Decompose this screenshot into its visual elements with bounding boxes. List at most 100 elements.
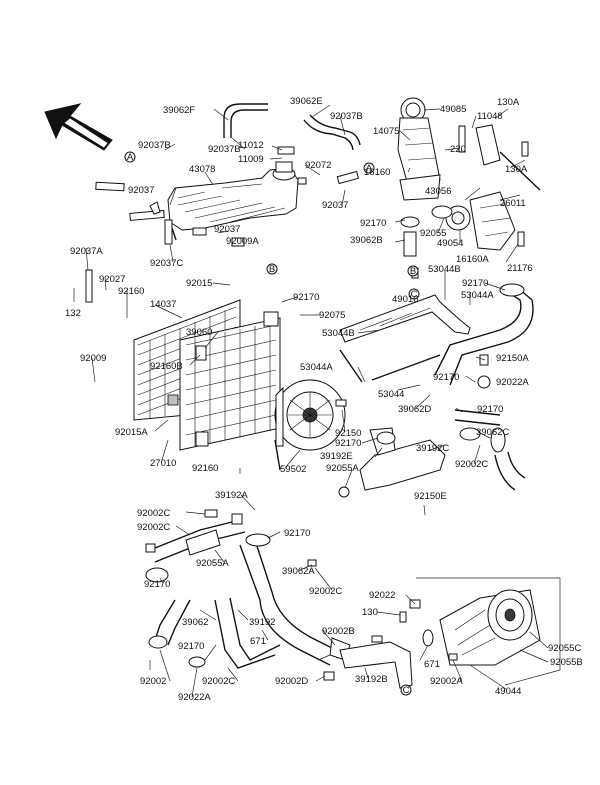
svg-text:A: A xyxy=(366,163,373,174)
label-53044B: 53044B xyxy=(428,264,461,275)
front-direction-arrow-icon xyxy=(44,103,113,151)
leader-lines xyxy=(73,104,561,698)
label-92037C: 92037C xyxy=(150,258,183,269)
label-92002C: 92002C xyxy=(455,459,488,470)
label-92160: 92160 xyxy=(192,463,218,474)
label-92072: 92072 xyxy=(305,160,331,171)
label-49016: 49016 xyxy=(392,294,418,305)
label-92160: 92160 xyxy=(118,286,144,297)
label-92037A: 92037A xyxy=(70,246,103,257)
label-92055A: 92055A xyxy=(196,558,229,569)
label-92170: 92170 xyxy=(284,528,310,539)
label-92170: 92170 xyxy=(293,292,319,303)
label-11012: 11012 xyxy=(238,140,264,151)
label-92009A: 92009A xyxy=(226,236,259,247)
label-53044A: 53044A xyxy=(300,362,333,373)
svg-text:B: B xyxy=(410,266,416,277)
label-92170: 92170 xyxy=(335,438,361,449)
label-92150A: 92150A xyxy=(496,353,529,364)
label-671: 671 xyxy=(424,659,440,670)
part-labels: 39062F 39062E 49085 130A 92037B 14075 11… xyxy=(65,96,583,703)
label-39062: 39062 xyxy=(182,617,208,628)
label-130A: 130A xyxy=(497,97,520,108)
label-92037: 92037 xyxy=(128,185,154,196)
cooling-fan xyxy=(274,379,347,471)
label-39192B: 39192B xyxy=(355,674,388,685)
label-49085: 49085 xyxy=(440,104,466,115)
label-92022A: 92022A xyxy=(178,692,211,703)
label-11048: 11048 xyxy=(477,111,503,122)
label-16160A: 16160A xyxy=(456,254,489,265)
label-92037: 92037 xyxy=(322,200,348,211)
svg-text:C: C xyxy=(411,289,418,300)
label-220: 220 xyxy=(450,144,466,155)
reserve-tank xyxy=(167,161,299,241)
label-92170: 92170 xyxy=(462,278,488,289)
label-92055: 92055 xyxy=(420,228,446,239)
label-49044: 49044 xyxy=(495,686,521,697)
label-39062C: 39062C xyxy=(476,427,509,438)
label-92009: 92009 xyxy=(80,353,106,364)
label-92002C: 92002C xyxy=(309,586,342,597)
label-21176: 21176 xyxy=(507,263,533,274)
label-11009: 11009 xyxy=(238,154,264,165)
label-132: 132 xyxy=(65,308,81,319)
label-92015A: 92015A xyxy=(115,427,148,438)
thermostat-housing xyxy=(397,97,541,279)
label-92027: 92027 xyxy=(99,274,125,285)
label-92002B: 92002B xyxy=(322,626,355,637)
water-pump xyxy=(323,589,541,689)
label-39062B: 39062B xyxy=(350,235,383,246)
label-92055B: 92055B xyxy=(550,657,583,668)
label-92022: 92022 xyxy=(369,590,395,601)
label-39062E: 39062E xyxy=(290,96,323,107)
label-92170: 92170 xyxy=(433,372,459,383)
label-92055C: 92055C xyxy=(548,643,581,654)
label-92022A: 92022A xyxy=(496,377,529,388)
label-39062F: 39062F xyxy=(163,105,195,116)
radiator-hoses xyxy=(338,283,534,498)
label-39192: 39192 xyxy=(249,617,275,628)
radiator xyxy=(133,299,281,451)
tank-hoses xyxy=(85,103,361,303)
label-92002A: 92002A xyxy=(430,676,463,687)
label-92160B: 92160B xyxy=(150,361,183,372)
label-27010: 27010 xyxy=(150,458,176,469)
svg-text:C: C xyxy=(403,685,410,696)
label-39062D: 39062D xyxy=(398,404,431,415)
label-92075: 92075 xyxy=(319,310,345,321)
label-39192E: 39192E xyxy=(320,451,353,462)
marker-a2: A xyxy=(363,162,375,174)
label-92037: 92037 xyxy=(214,224,240,235)
svg-text:A: A xyxy=(127,152,134,163)
label-671: 671 xyxy=(250,636,266,647)
label-39062A: 39062A xyxy=(282,566,315,577)
marker-c1: C xyxy=(400,684,412,696)
label-92002C: 92002C xyxy=(137,522,170,533)
label-92055A: 92055A xyxy=(326,463,359,474)
label-92037B: 92037B xyxy=(330,111,363,122)
reference-markers: A A B B C C xyxy=(124,151,420,696)
label-92170: 92170 xyxy=(178,641,204,652)
label-92170: 92170 xyxy=(144,579,170,590)
label-39192C: 39192C xyxy=(416,443,449,454)
label-130: 130 xyxy=(362,607,378,618)
label-92002: 92002 xyxy=(140,676,166,687)
label-16160: 16160 xyxy=(364,167,390,178)
marker-b2: B xyxy=(407,265,419,277)
label-92015: 92015 xyxy=(186,278,212,289)
label-14037: 14037 xyxy=(150,299,176,310)
label-39192A: 39192A xyxy=(215,490,248,501)
label-53044A: 53044A xyxy=(461,290,494,301)
label-43078: 43078 xyxy=(189,164,215,175)
label-92002C: 92002C xyxy=(202,676,235,687)
label-92150: 92150 xyxy=(335,428,361,439)
label-14075: 14075 xyxy=(373,126,399,137)
svg-text:B: B xyxy=(269,264,275,275)
label-92170: 92170 xyxy=(360,218,386,229)
marker-c2: C xyxy=(408,288,420,300)
label-92002D: 92002D xyxy=(275,676,308,687)
label-59502: 59502 xyxy=(280,464,306,475)
label-49054: 49054 xyxy=(437,238,463,249)
